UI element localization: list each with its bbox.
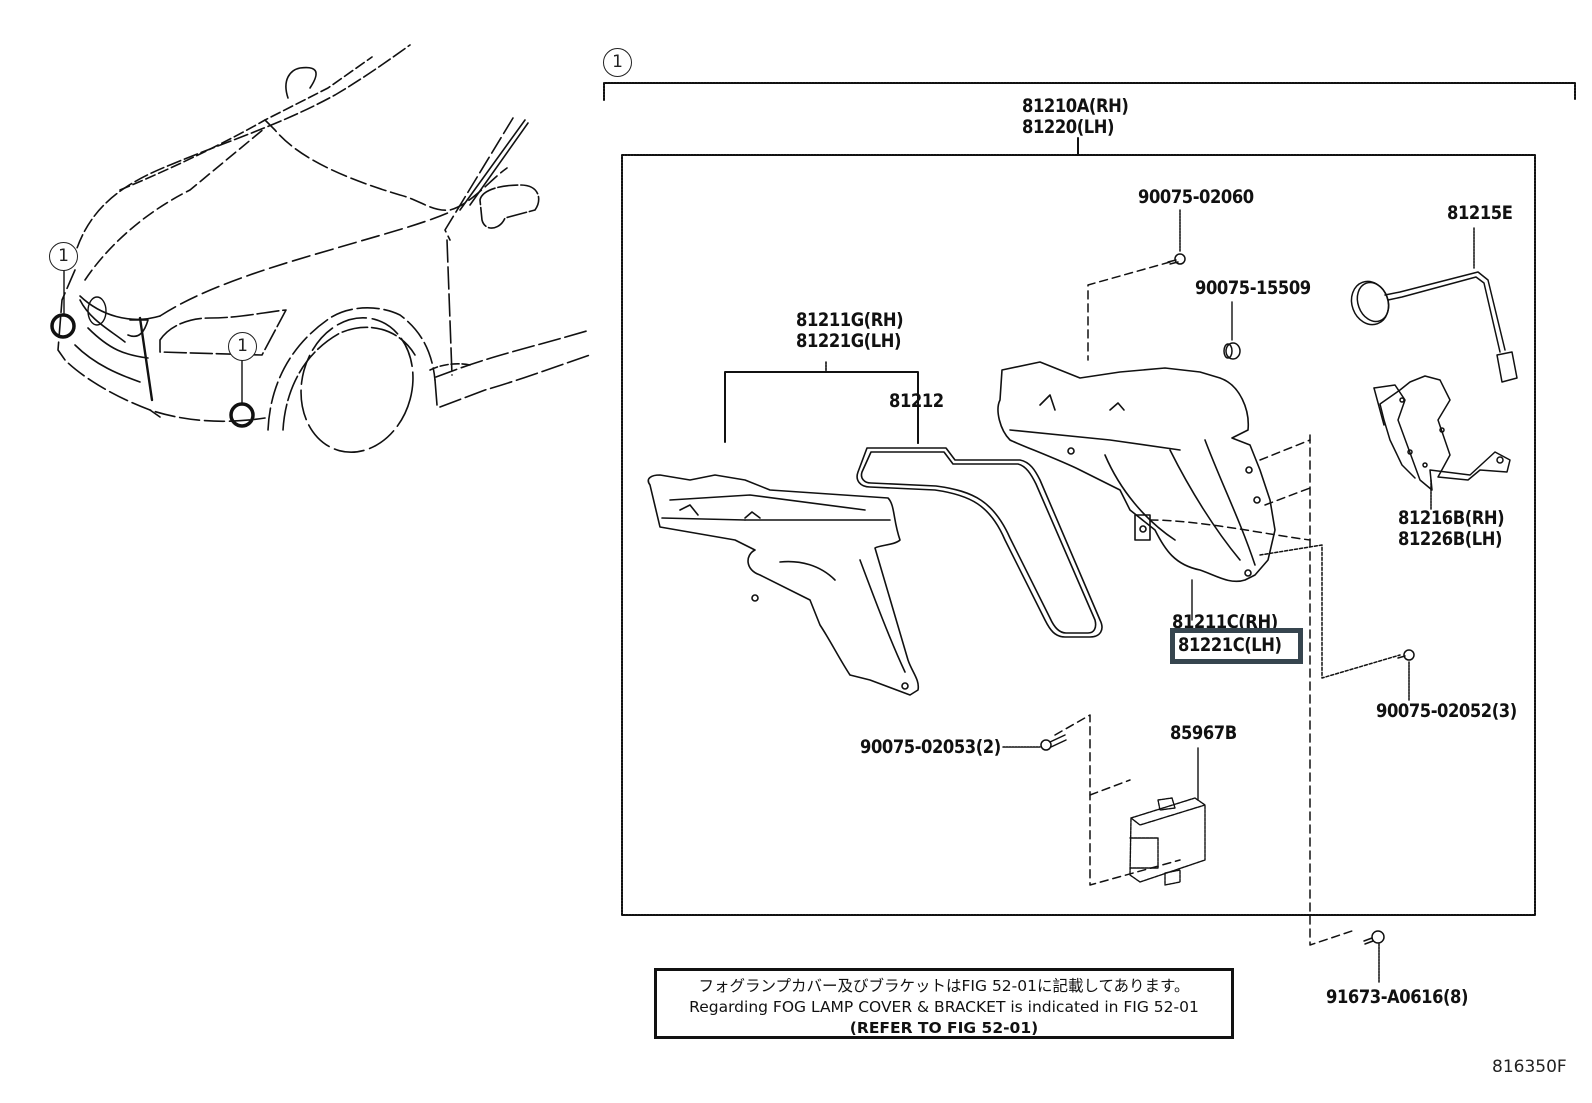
screw-90075-02053-icon — [1002, 734, 1067, 751]
label-90075-02053-2[interactable]: 90075-02053(2) — [860, 736, 1001, 758]
label-81211C-RH[interactable]: 81211C(RH) — [1172, 611, 1278, 633]
label-90075-02052-3[interactable]: 90075-02052(3) — [1376, 700, 1517, 722]
label-81216B-RH[interactable]: 81216B(RH) — [1398, 507, 1505, 529]
housing-c-drawing — [997, 361, 1276, 621]
dashed-leader-lines — [1054, 261, 1401, 946]
vehicle-callout-left: 1 — [49, 242, 78, 271]
label-81212[interactable]: 81212 — [889, 390, 944, 412]
grommet-90075-15509-icon — [1223, 301, 1241, 360]
figure-id: 816350F — [1492, 1057, 1567, 1077]
label-81211G-RH[interactable]: 81211G(RH) — [796, 309, 904, 331]
label-81221C-LH[interactable]: 81221C(LH) — [1178, 634, 1282, 656]
reference-note-box: フォグランプカバー及びブラケットはFIG 52-01に記載してあります。 Reg… — [654, 968, 1234, 1039]
note-english: Regarding FOG LAMP COVER & BRACKET is in… — [689, 998, 1199, 1016]
note-refer-link[interactable]: (REFER TO FIG 52-01) — [849, 1019, 1039, 1037]
socket-wire-drawing — [1350, 227, 1518, 383]
label-90075-02060[interactable]: 90075-02060 — [1138, 186, 1254, 208]
vehicle-callout-right: 1 — [228, 332, 257, 361]
lens-housing-g-part-number[interactable]: 81211G(RH) 81221G(LH) — [796, 309, 904, 352]
module-drawing — [1129, 747, 1206, 886]
note-japanese: フォグランプカバー及びブラケットはFIG 52-01に記載してあります。 — [698, 977, 1190, 995]
assembly-callout: 1 — [603, 48, 632, 77]
fog-lamp-location-left — [50, 313, 76, 339]
screw-91673-A0616-icon — [1363, 930, 1385, 983]
fog-lamp-location-right — [229, 402, 255, 428]
label-81215E[interactable]: 81215E — [1447, 202, 1513, 224]
bracket-drawing — [1373, 375, 1511, 511]
screw-90075-02052-icon — [1397, 649, 1415, 701]
vehicle-front-drawing — [57, 44, 591, 454]
screw-drawings — [1002, 209, 1415, 983]
label-85967B[interactable]: 85967B — [1170, 722, 1237, 744]
label-81221G-LH[interactable]: 81221G(LH) — [796, 330, 901, 352]
label-81226B-LH[interactable]: 81226B(LH) — [1398, 528, 1503, 550]
screw-90075-02060-icon — [1167, 209, 1186, 265]
bracket-part-number[interactable]: 81216B(RH) 81226B(LH) — [1398, 507, 1505, 550]
label-81210A-RH[interactable]: 81210A(RH) — [1022, 95, 1129, 117]
assembly-part-number[interactable]: 81210A(RH) 81220(LH) — [1022, 95, 1129, 138]
vehicle-fog-lamp-callouts — [50, 267, 255, 428]
lens-housing-g-drawing — [647, 361, 920, 696]
gasket-drawing — [856, 427, 1103, 638]
assembly-bracket-frame — [603, 82, 1576, 916]
label-90075-15509[interactable]: 90075-15509 — [1195, 277, 1311, 299]
highlight-box — [1170, 628, 1303, 664]
label-91673-A0616-8[interactable]: 91673-A0616(8) — [1326, 986, 1469, 1008]
label-81220-LH[interactable]: 81220(LH) — [1022, 116, 1115, 138]
